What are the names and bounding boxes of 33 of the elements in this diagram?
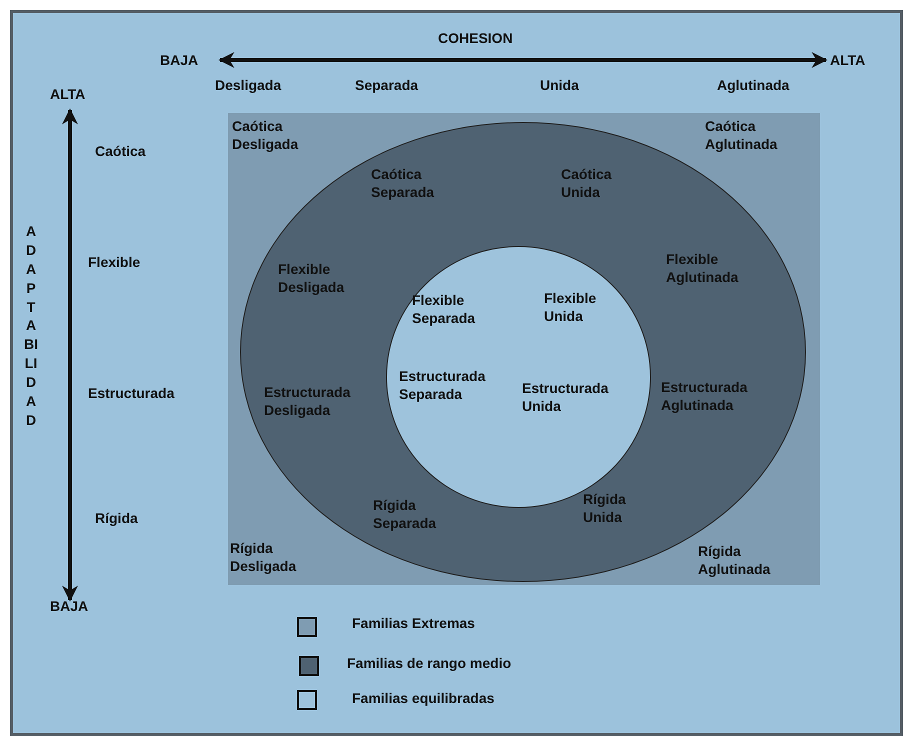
axis-category-label: Caótica (95, 143, 146, 160)
cell-label: Caótica Unida (561, 166, 612, 201)
axis-category-label: Rígida (95, 510, 138, 527)
axis-end-label: ALTA (50, 86, 86, 103)
cell-label: Caótica Desligada (232, 118, 298, 153)
axis-end-label: BAJA (50, 598, 88, 615)
axis-category-label: Separada (355, 77, 418, 94)
cell-label: Flexible Unida (544, 290, 596, 325)
cell-label: Rígida Aglutinada (698, 543, 770, 578)
legend-label: Familias equilibradas (352, 690, 494, 707)
cell-label: Rígida Unida (583, 491, 626, 526)
legend-label: Familias Extremas (352, 615, 475, 632)
cell-label: Caótica Separada (371, 166, 434, 201)
axis-category-label: Aglutinada (717, 77, 790, 94)
axis-end-label: BAJA (160, 52, 198, 69)
cell-label: Caótica Aglutinada (705, 118, 778, 153)
cell-label: Flexible Separada (412, 292, 476, 327)
cell-label: Estructurada Unida (522, 380, 608, 415)
axis-title: COHESION (438, 30, 513, 47)
cell-label: Flexible Aglutinada (666, 251, 738, 286)
axis-category-label: Flexible (88, 254, 140, 271)
axis-category-label: Unida (540, 77, 579, 94)
legend-label: Familias de rango medio (347, 655, 512, 672)
axis-category-label: Estructurada (88, 385, 174, 402)
axis-end-label: ALTA (830, 52, 866, 69)
axis-category-label: Desligada (215, 77, 282, 94)
cell-label: Estructurada Aglutinada (661, 379, 748, 414)
cell-label: Flexible Desligada (278, 261, 344, 296)
cell-label: Rígida Desligada (230, 540, 296, 575)
cell-label: Estructurada Separada (399, 368, 486, 403)
cell-label: Rígida Separada (373, 497, 436, 532)
cell-label: Estructurada Desligada (264, 384, 350, 419)
axis-title: ADAPTABILIDAD (24, 222, 38, 430)
